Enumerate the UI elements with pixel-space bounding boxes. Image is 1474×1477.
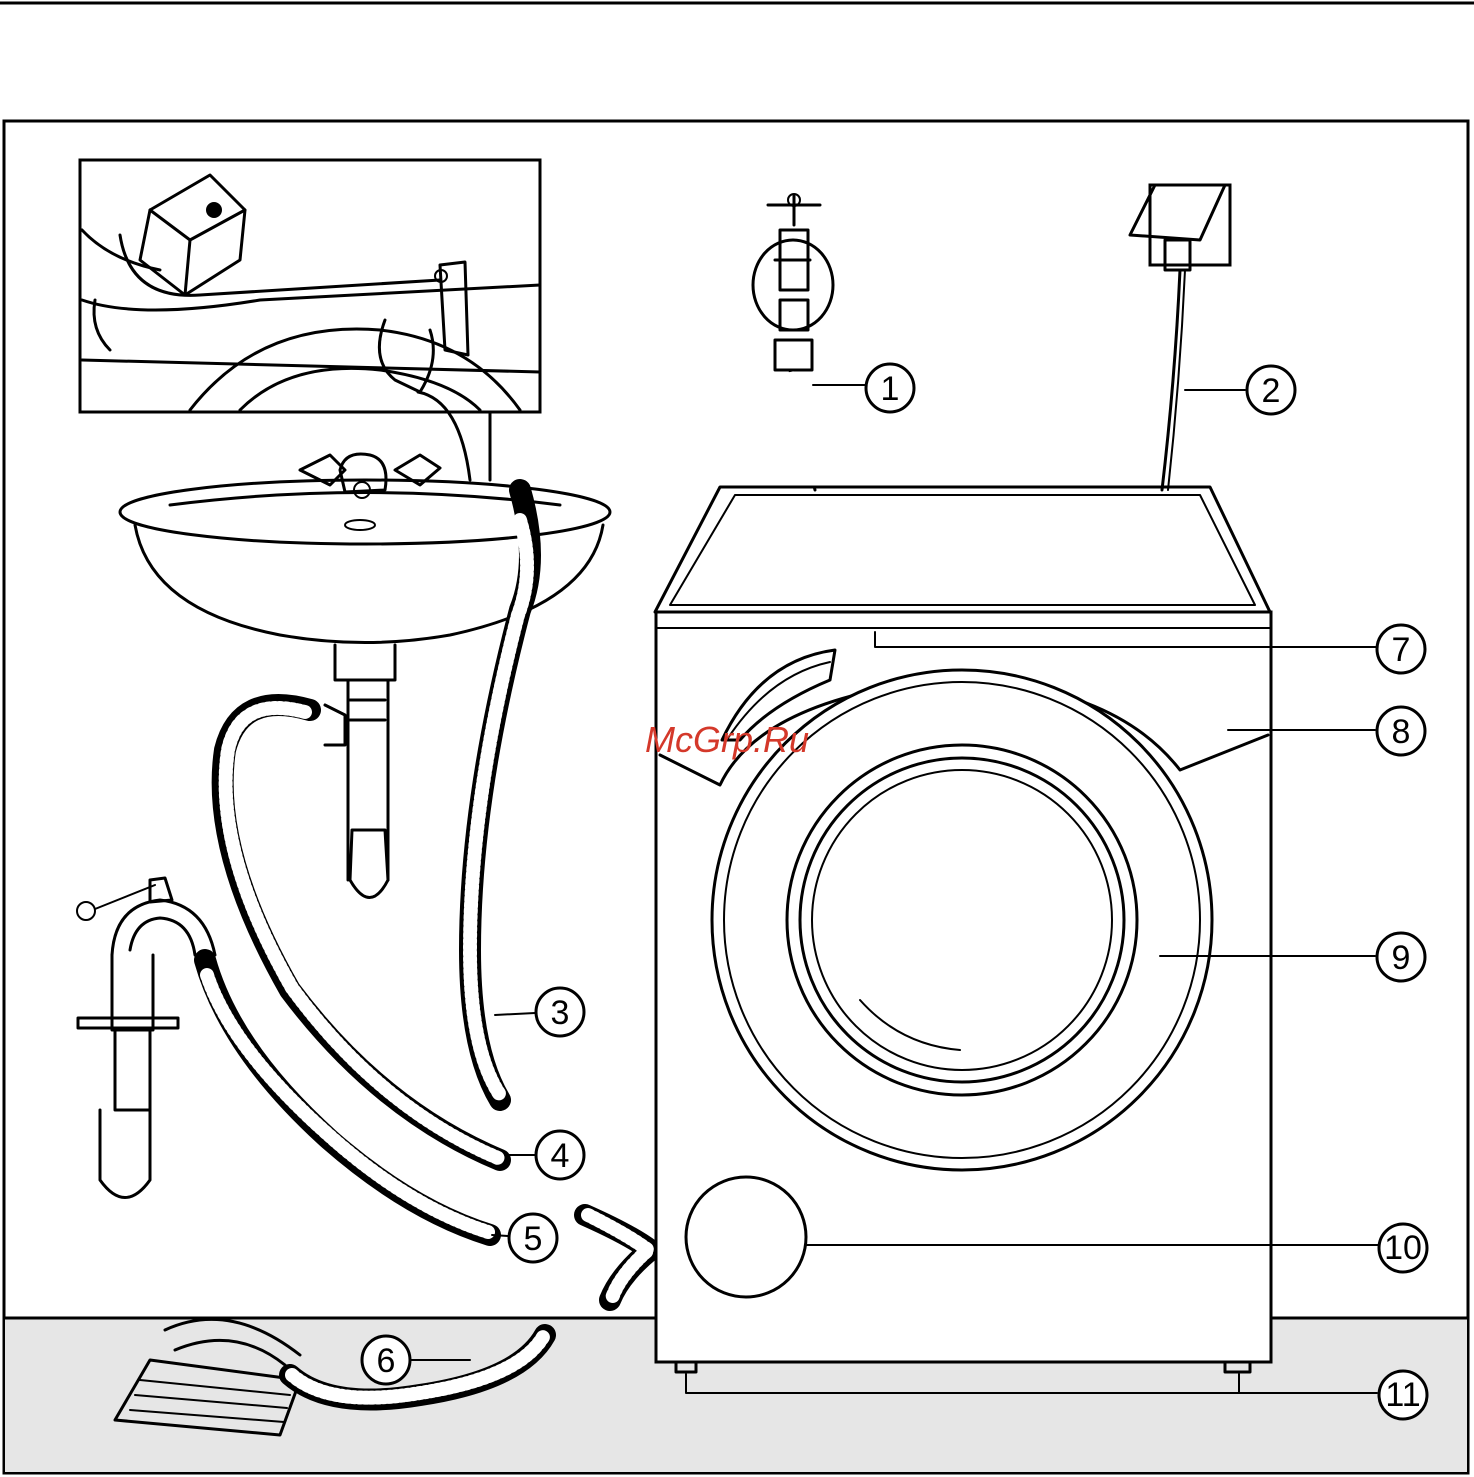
water-tap (753, 194, 833, 370)
callout-3: 3 (536, 988, 584, 1036)
callout-1: 1 (866, 364, 914, 412)
callout-8-text: 8 (1392, 713, 1411, 751)
callout-7-text: 7 (1392, 631, 1411, 669)
callout-2-text: 2 (1262, 372, 1281, 410)
power-socket (1130, 185, 1230, 270)
callout-8: 8 (1377, 707, 1425, 755)
callout-3-text: 3 (551, 994, 570, 1032)
service-flap (686, 1177, 806, 1297)
callout-6-text: 6 (377, 1342, 396, 1380)
drain-hose-standpipe (205, 960, 490, 1235)
callout-11-text: 11 (1385, 1376, 1420, 1414)
callout-9-text: 9 (1392, 939, 1411, 977)
washing-machine (655, 487, 1271, 1372)
callout-9: 9 (1377, 933, 1425, 981)
callout-7: 7 (1377, 625, 1425, 673)
callout-2: 2 (1247, 366, 1295, 414)
watermark: McGrp.Ru (645, 719, 809, 760)
callout-5: 5 (509, 1214, 557, 1262)
callout-10: 10 (1379, 1224, 1427, 1272)
callout-6: 6 (362, 1336, 410, 1384)
callout-11: 11 (1379, 1371, 1427, 1419)
callout-5-text: 5 (524, 1220, 543, 1258)
standpipe (77, 878, 215, 1198)
inset-detail (80, 160, 540, 480)
callout-10-text: 10 (1384, 1229, 1422, 1267)
callout-1-text: 1 (881, 370, 900, 408)
callout-4-text: 4 (551, 1137, 570, 1175)
callout-4: 4 (536, 1131, 584, 1179)
